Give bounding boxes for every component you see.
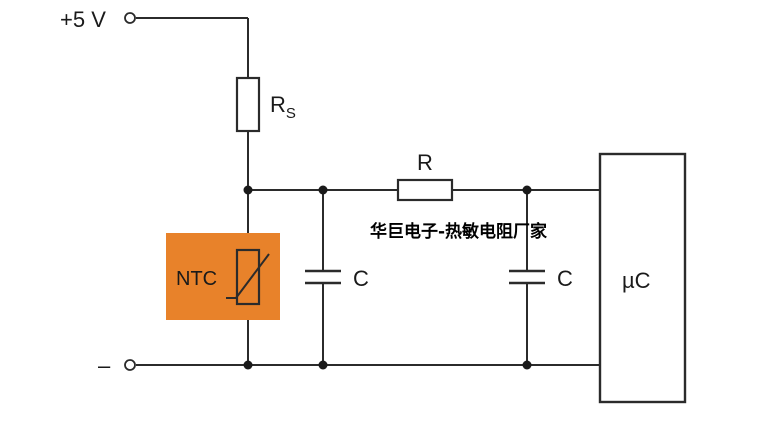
junction-dot <box>522 185 532 195</box>
capacitor-c1 <box>305 269 341 285</box>
supply-label: +5 V <box>60 7 106 32</box>
junction-dot <box>522 360 532 370</box>
junction-dot <box>318 360 328 370</box>
r-label: R <box>417 150 433 175</box>
junction-dot <box>243 360 253 370</box>
ntc-label: NTC <box>176 268 217 290</box>
rs-resistor <box>235 76 261 133</box>
ntc-thermistor-slash <box>226 253 270 299</box>
rs-label-subscript: S <box>286 105 296 122</box>
junction-dots <box>243 185 532 370</box>
ground-label: – <box>98 353 111 378</box>
junction-dot <box>243 185 253 195</box>
capacitor-c2 <box>509 269 545 285</box>
microcontroller-box <box>598 152 687 404</box>
watermark-text: 华巨电子-热敏电阻厂家 <box>370 221 547 242</box>
r-resistor <box>396 178 454 202</box>
junction-dot <box>318 185 328 195</box>
c2-label: C <box>557 266 573 291</box>
mcu-label: µC <box>622 268 651 293</box>
ground-terminal <box>124 359 136 371</box>
ntc-highlight-box <box>166 233 280 320</box>
rs-label: RS <box>270 92 296 122</box>
supply-terminal <box>124 12 136 24</box>
c1-label: C <box>353 266 369 291</box>
ntc-thermistor <box>235 248 261 306</box>
